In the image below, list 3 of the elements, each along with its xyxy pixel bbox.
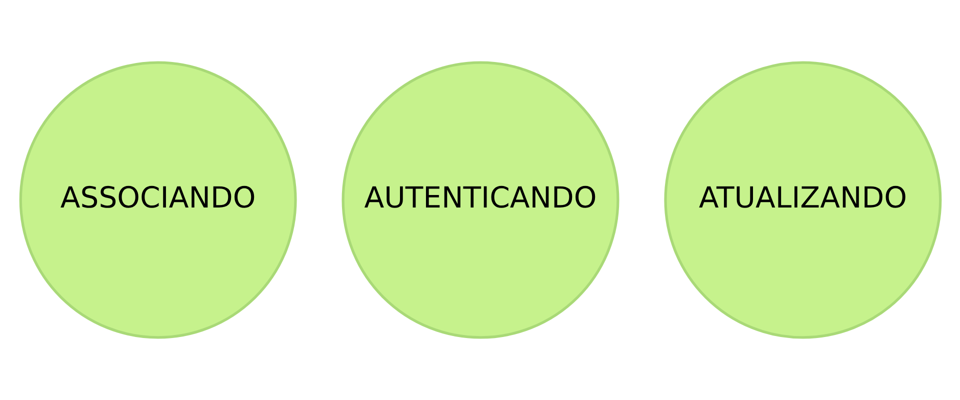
node-circle: ASSOCIANDO: [18, 61, 296, 339]
node-circle: AUTENTICANDO: [341, 61, 619, 339]
node-circle: ATUALIZANDO: [664, 61, 942, 339]
